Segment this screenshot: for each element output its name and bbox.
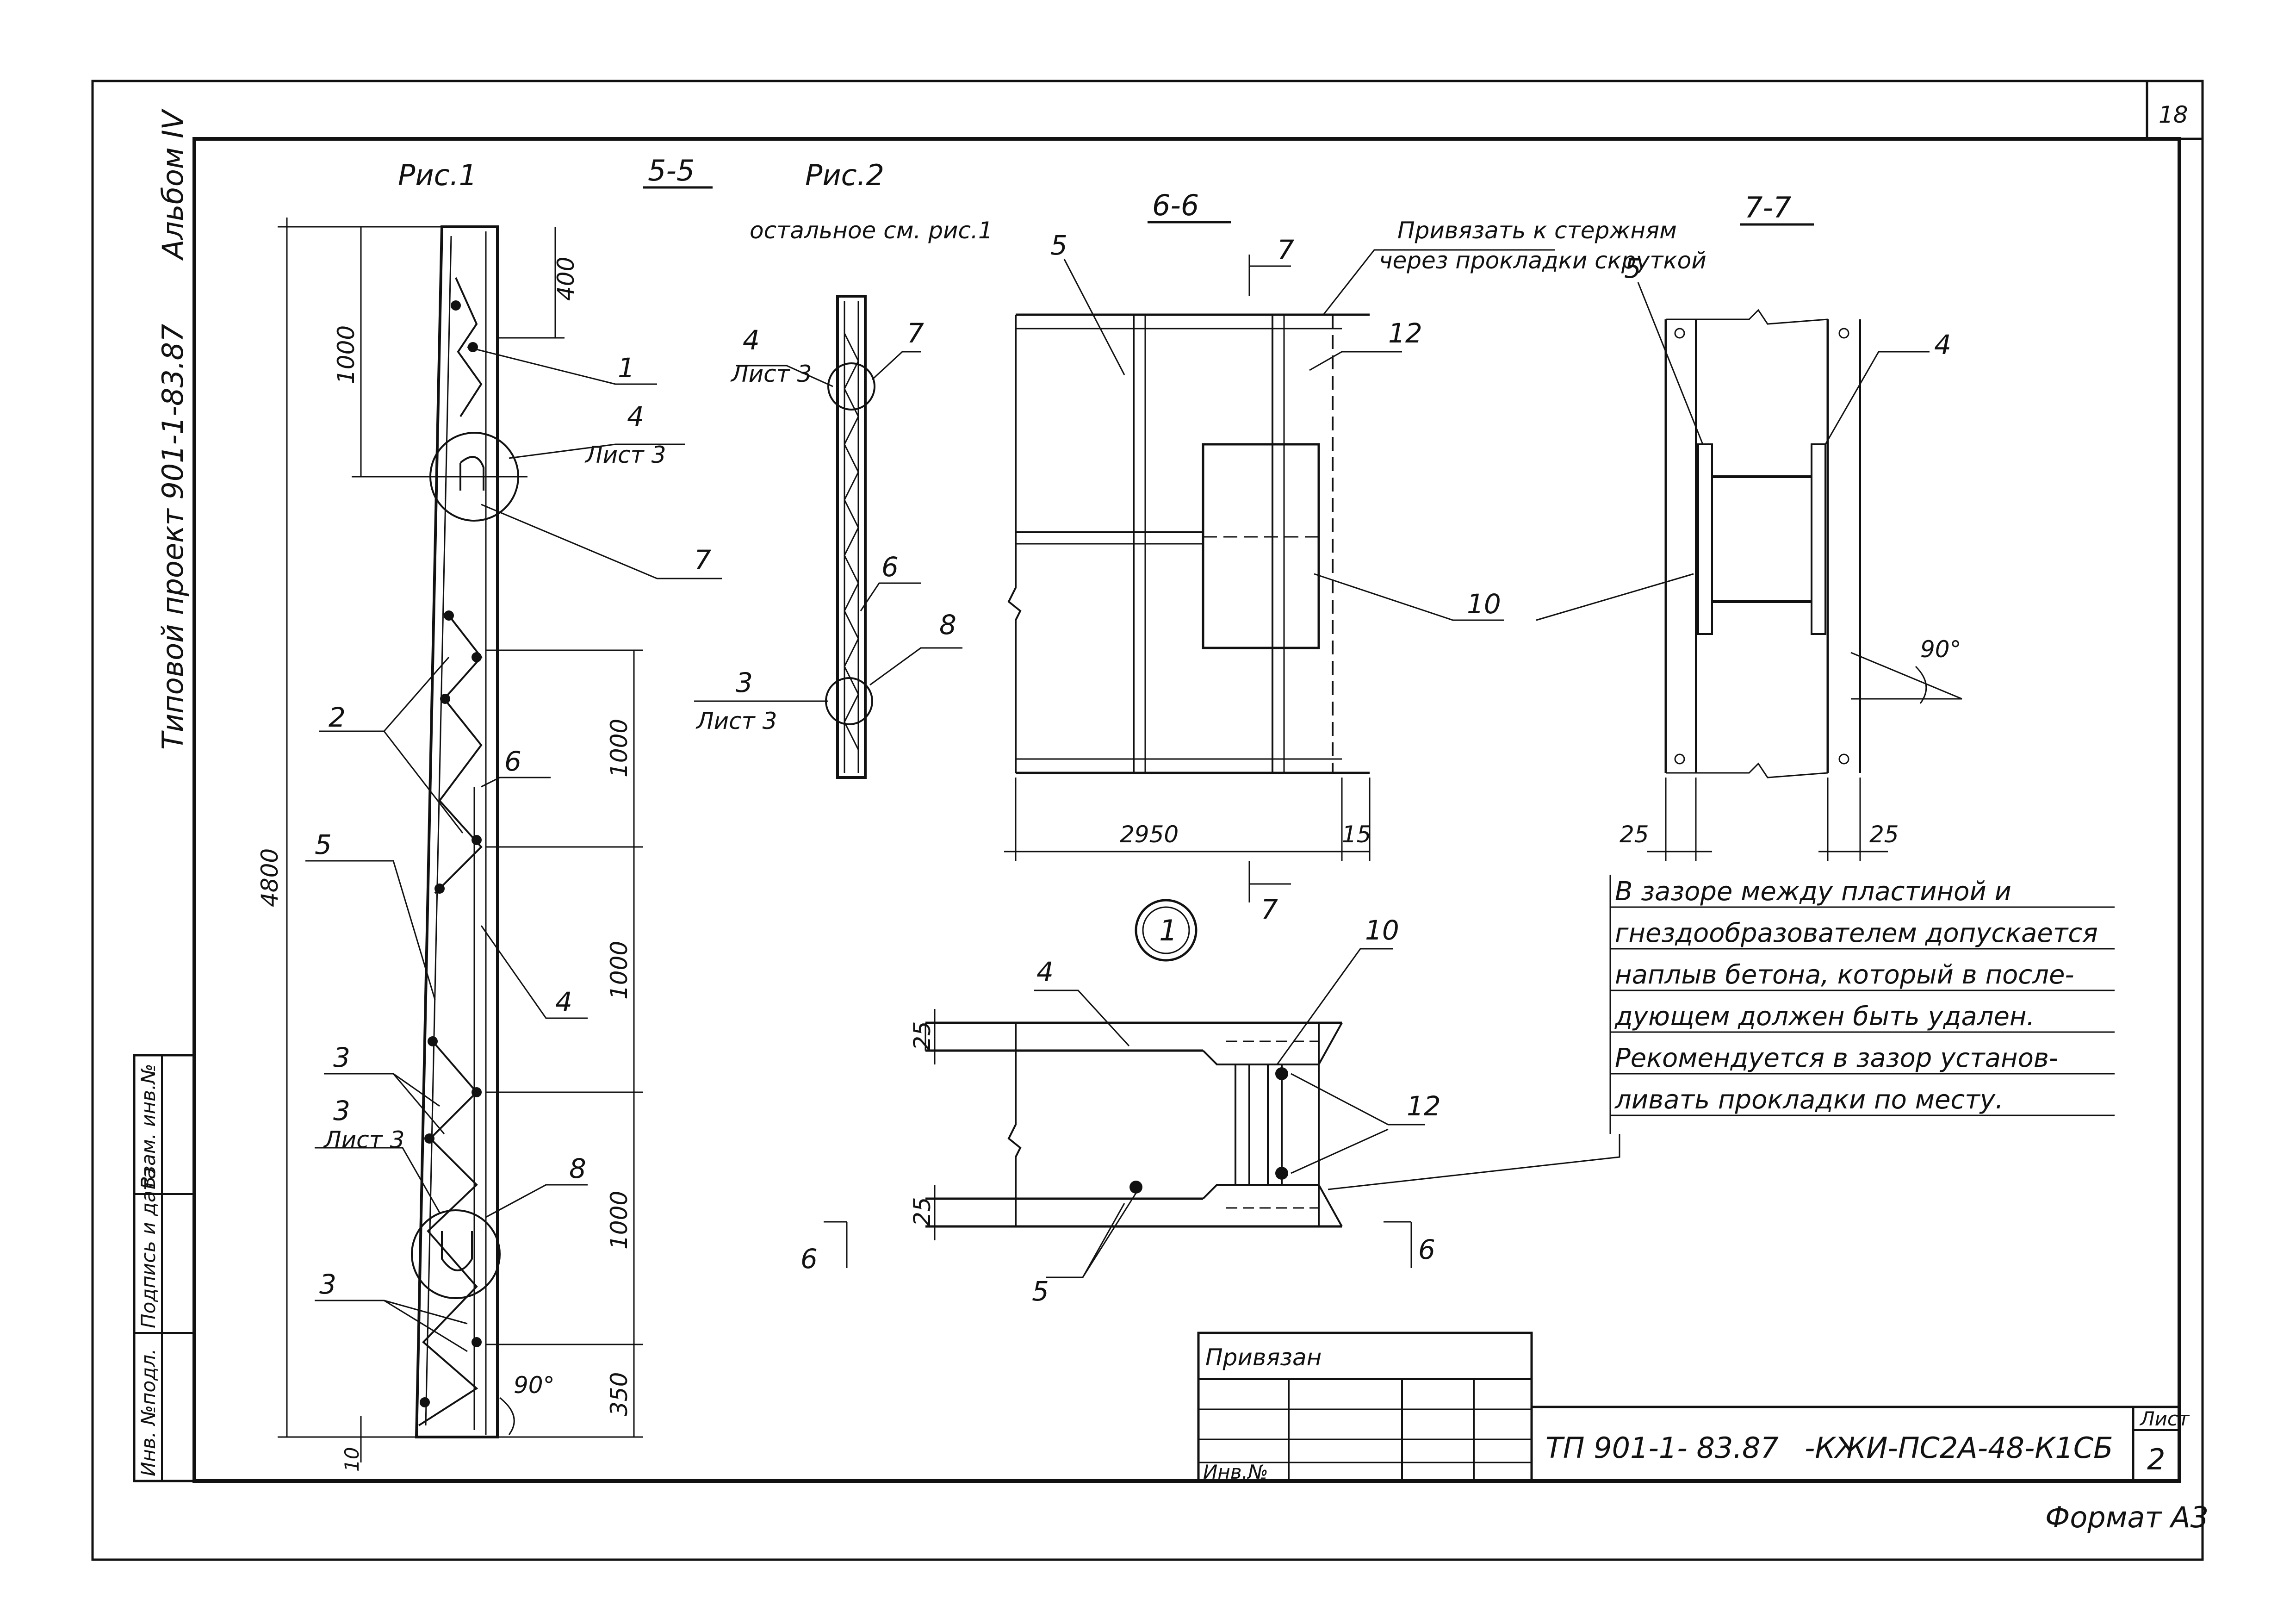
pos-10-s66: 10: [1467, 588, 1501, 620]
dim-1000-c: 1000: [606, 1191, 633, 1250]
note-block: В зазоре между пластиной и гнездообразов…: [1609, 875, 2115, 1134]
pos-10-node: 10: [1365, 915, 1399, 946]
inner-frame: [192, 137, 2181, 1483]
pos-6-fig1: 6: [504, 746, 521, 777]
section-mark-7-top: 7: [1277, 234, 1294, 266]
section-66-body: [1007, 313, 1370, 774]
section-mark-6-right: 6: [1418, 1234, 1435, 1265]
pos-8-fig2: 8: [939, 609, 956, 641]
node-1-detail: [925, 1021, 1343, 1228]
stamp-bound: Привязан: [1205, 1344, 1322, 1371]
pos-3b-fig1: 3: [319, 1269, 336, 1300]
note-line-2: гнездообразователем допускается: [1615, 918, 2098, 948]
angle-90-s77: 90°: [1920, 636, 1961, 663]
side-inv-replace: Взам. инв.№: [137, 1064, 160, 1189]
ref-sheet-4: Лист 3: [584, 442, 666, 468]
pos-5-fig1: 5: [315, 829, 332, 860]
note-line-4: дующем должен быть удален.: [1614, 1002, 2035, 1032]
pos-4-fig1: 4: [627, 401, 644, 432]
format-label: Формат А3: [2045, 1500, 2209, 1534]
dim-1000-b: 1000: [606, 941, 633, 1000]
fig2-title: Рис.2: [805, 158, 884, 192]
pos-5-s77: 5: [1624, 253, 1641, 284]
tie-note-line1: Привязать к стержням: [1397, 217, 1677, 244]
pos-3a-fig1: 3: [333, 1042, 350, 1073]
pos-12-node: 12: [1407, 1090, 1441, 1122]
fig1-beam: [415, 225, 499, 1438]
pos-8-fig1: 8: [569, 1153, 586, 1184]
ref-sheet-fig2-b: Лист 3: [695, 708, 777, 734]
node-1-circle-outer: [1135, 899, 1198, 962]
angle-90-fig1: 90°: [514, 1372, 555, 1399]
sheet-label: Лист: [2139, 1407, 2190, 1430]
stamp-code-right: -КЖИ-ПС2А-48-К1СБ: [1805, 1431, 2113, 1465]
pos-5-node: 5: [1032, 1276, 1049, 1307]
dim-15: 15: [1342, 821, 1371, 848]
fig1-nodes: [420, 300, 482, 1407]
pos-7-fig1: 7: [694, 544, 711, 576]
dim-25-s77-right: 25: [1869, 821, 1899, 848]
side-inv-orig: Инв. №подл.: [137, 1349, 160, 1476]
note-line-6: ливать прокладки по месту.: [1614, 1085, 2004, 1115]
fig2-beam: [836, 295, 867, 779]
section-77-body: [1664, 309, 1861, 778]
dim-25-node-top: 25: [909, 1021, 936, 1051]
sheet-number: 2: [2147, 1443, 2165, 1476]
pos-5-s66: 5: [1050, 230, 1067, 261]
dim-2950: 2950: [1120, 821, 1179, 848]
node-1-circle-inner: [1142, 906, 1190, 954]
dim-25-node-bottom: 25: [909, 1197, 936, 1226]
outer-border: [91, 80, 2204, 1561]
pos-3-ref-fig1: 3: [333, 1095, 350, 1126]
note-line-5: Рекомендуется в зазор установ-: [1615, 1043, 2058, 1073]
ref-sheet-fig2-a: Лист 3: [730, 361, 812, 387]
pos-7-fig2: 7: [907, 317, 924, 349]
project-label: Типовой проект 901-1-83.87: [156, 324, 190, 750]
dim-350: 350: [606, 1372, 633, 1416]
node-1-label: 1: [1159, 914, 1177, 947]
section-mark-7-bottom: 7: [1261, 894, 1278, 925]
pos-4b-fig1: 4: [555, 986, 572, 1018]
title-stamp: [1197, 1332, 2179, 1482]
dim-25-s77-left: 25: [1620, 821, 1649, 848]
section-6-6: 6-6: [1152, 188, 1199, 222]
fig1-title: Рис.1: [398, 158, 477, 192]
stamp-code-left: ТП 901-1- 83.87: [1545, 1431, 1779, 1465]
side-stamp: [133, 1054, 196, 1482]
fig2-circle-7: [827, 362, 875, 411]
pos-1-fig1: 1: [618, 352, 635, 384]
note-line-3: наплыв бетона, который в после-: [1615, 960, 2074, 990]
dim-400: 400: [552, 257, 579, 301]
ref-sheet-3-fig1: Лист 3: [323, 1126, 404, 1153]
pos-4-s77: 4: [1934, 329, 1951, 361]
stamp-inv: Инв.№: [1203, 1461, 1268, 1483]
pos-12-s66: 12: [1388, 317, 1422, 349]
section-mark-6-left: 6: [800, 1243, 818, 1275]
tie-note-line2: через прокладки скруткой: [1379, 247, 1706, 274]
page-number: 18: [2159, 101, 2188, 128]
side-sign-date: Подпись и дата: [137, 1167, 160, 1328]
dim-4800: 4800: [256, 848, 283, 907]
note-line-1: В зазоре между пластиной и: [1615, 877, 2011, 907]
pos-6-fig2: 6: [881, 551, 899, 583]
pos-4-node: 4: [1036, 956, 1054, 988]
section-7-7: 7-7: [1744, 191, 1791, 224]
dim-10: 10: [341, 1447, 363, 1472]
dim-1000-top: 1000: [333, 325, 360, 384]
fig2-subtitle: остальное см. рис.1: [750, 217, 993, 244]
callout-circle-8: [411, 1209, 501, 1299]
album-label: Альбом IV: [156, 108, 190, 261]
section-5-5: 5-5: [648, 154, 695, 187]
pos-3-fig2: 3: [736, 667, 753, 698]
dim-1000-a: 1000: [606, 719, 633, 778]
pos-2-fig1: 2: [329, 702, 346, 733]
pos-4-fig2: 4: [743, 324, 760, 356]
